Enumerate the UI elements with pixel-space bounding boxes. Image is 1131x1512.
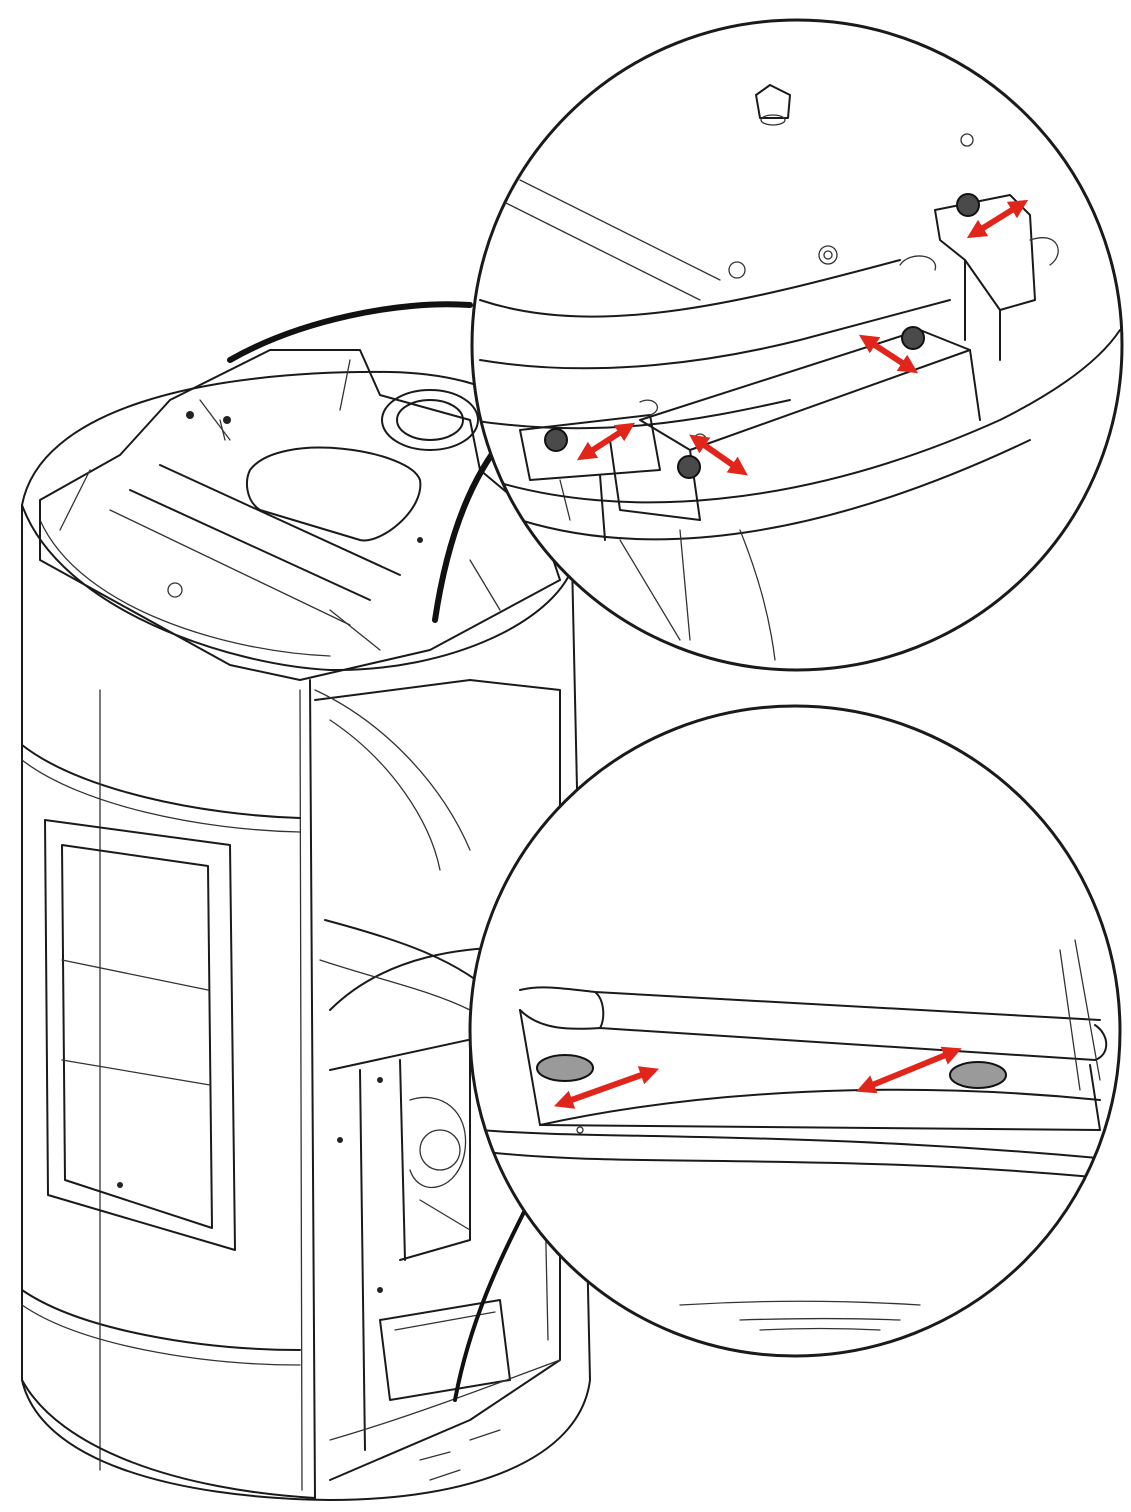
- bottom-detail-callout: [468, 704, 1122, 1358]
- adjustment-arrow-icon: [553, 1066, 660, 1109]
- stove-top-mechanism: [39, 349, 561, 681]
- adjustment-arrow-icon: [966, 199, 1029, 239]
- adjustment-arrow-icon: [576, 422, 636, 461]
- screw-icon: [956, 193, 980, 217]
- screw-icon: [544, 428, 568, 452]
- screw-icon: [901, 326, 925, 350]
- adjustment-arrow-icon: [858, 334, 919, 374]
- adjustable-foot-icon: [536, 1054, 594, 1082]
- stove-door: [44, 819, 236, 1251]
- adjustable-foot-icon: [949, 1061, 1007, 1089]
- adjustment-arrow-icon: [689, 434, 748, 476]
- stove-side-panel: [314, 689, 501, 1011]
- door-badge-icon: [117, 1182, 123, 1188]
- leader-line: [227, 301, 473, 363]
- screw-icon: [677, 455, 701, 479]
- top-detail-callout: [470, 18, 1124, 672]
- adjustment-arrow-icon: [856, 1046, 962, 1094]
